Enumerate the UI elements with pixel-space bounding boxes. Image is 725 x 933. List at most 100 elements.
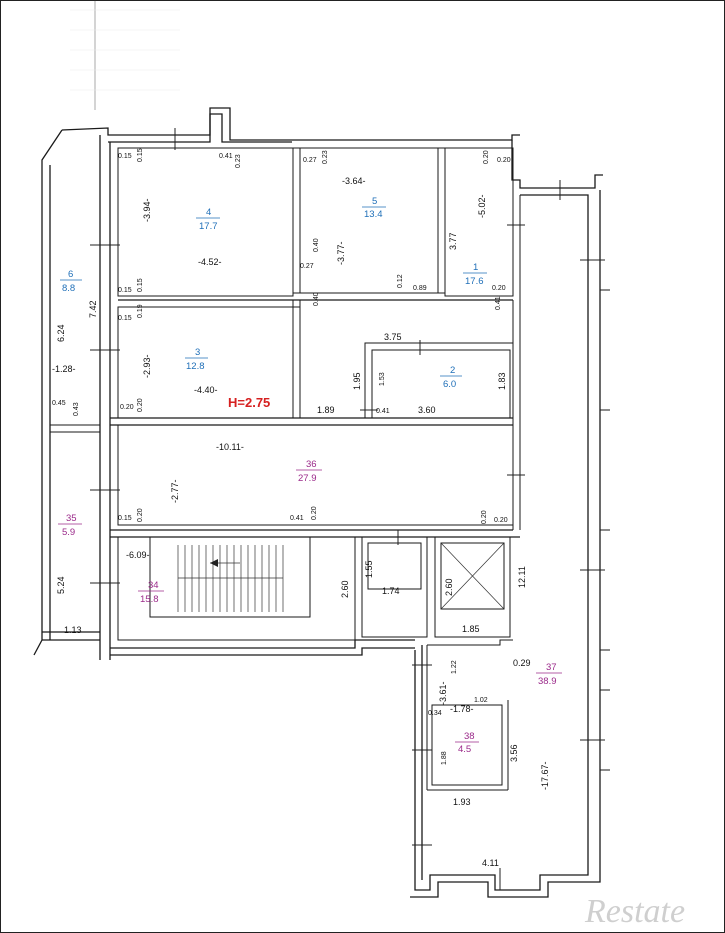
svg-text:0.15: 0.15 xyxy=(137,148,144,162)
svg-text:0.20: 0.20 xyxy=(481,510,488,524)
dim-356: 3.56 xyxy=(509,744,519,762)
room-34-number: 34 xyxy=(148,580,159,591)
svg-text:0.15: 0.15 xyxy=(118,287,132,294)
room-34-area: 15.8 xyxy=(140,594,159,605)
dim-360: 3.60 xyxy=(418,405,436,415)
dim-1011: -10.11- xyxy=(216,442,244,452)
svg-text:0.41: 0.41 xyxy=(219,153,233,160)
dim-room5-height: -3.77- xyxy=(336,241,346,265)
room-5-number: 5 xyxy=(372,196,377,207)
dim-102: 1.02 xyxy=(474,697,488,704)
dim-277: -2.77- xyxy=(170,479,180,503)
dim-left-742: 7.42 xyxy=(88,300,98,318)
dim-524: 5.24 xyxy=(56,576,66,594)
svg-text:0.15: 0.15 xyxy=(118,153,132,160)
outer-walls xyxy=(33,107,610,898)
dimension-labels: -3.94- -4.52- -3.64- -3.77- 3.77 -5.02- … xyxy=(52,176,550,868)
room-38-area: 4.5 xyxy=(458,744,471,755)
dim-193: 1.93 xyxy=(453,797,471,807)
room-6-area: 8.8 xyxy=(62,283,75,294)
dim-room3-height: -2.93- xyxy=(142,354,152,378)
dim-room3-width: -4.40- xyxy=(194,385,218,395)
dim-411: 4.11 xyxy=(482,858,499,868)
svg-text:0.19: 0.19 xyxy=(137,304,144,318)
interior-walls xyxy=(50,147,521,791)
room-2-area: 6.0 xyxy=(443,379,456,390)
room-6-number: 6 xyxy=(68,269,73,280)
room-37-area: 38.9 xyxy=(538,676,557,687)
ceiling-height-label: H=2.75 xyxy=(228,395,270,410)
svg-text:0.40: 0.40 xyxy=(313,292,320,306)
dim-153: 1.53 xyxy=(379,372,386,386)
room-1-number: 1 xyxy=(473,262,478,273)
room-2-number: 2 xyxy=(450,365,455,376)
dim-195: 1.95 xyxy=(352,372,362,390)
room-labels: 4 17.7 5 13.4 1 17.6 6 8.8 3 12.8 2 6.0 … xyxy=(58,196,562,755)
svg-text:0.20: 0.20 xyxy=(497,157,511,164)
svg-text:0.20: 0.20 xyxy=(483,150,490,164)
room-3-number: 3 xyxy=(195,347,200,358)
dim-1767: -17.67- xyxy=(540,761,550,790)
svg-text:0.20: 0.20 xyxy=(492,285,506,292)
dim-609: -6.09- xyxy=(126,550,150,560)
svg-text:0.15: 0.15 xyxy=(118,515,132,522)
svg-text:0.20: 0.20 xyxy=(494,517,508,524)
svg-text:0.41: 0.41 xyxy=(376,408,390,415)
room-4-number: 4 xyxy=(206,207,211,218)
svg-text:0.20: 0.20 xyxy=(311,506,318,520)
dim-185: 1.85 xyxy=(462,624,480,634)
svg-text:0.20: 0.20 xyxy=(120,404,134,411)
dim-left-128: -1.28- xyxy=(52,364,76,374)
dim-155: 1.55 xyxy=(364,560,374,578)
watermark-logo: Restate xyxy=(584,893,685,930)
svg-text:0.15: 0.15 xyxy=(137,278,144,292)
svg-text:0.27: 0.27 xyxy=(303,157,317,164)
svg-text:0.89: 0.89 xyxy=(413,285,427,292)
svg-text:0.15: 0.15 xyxy=(118,315,132,322)
dim-113: 1.13 xyxy=(64,625,82,635)
dim-room4-height: -3.94- xyxy=(142,198,152,222)
svg-text:0.23: 0.23 xyxy=(322,150,329,164)
dim-left-624: 6.24 xyxy=(56,324,66,342)
dim-361: -3.61- xyxy=(438,681,448,705)
room-35-area: 5.9 xyxy=(62,527,75,538)
dim-1211: 12.11 xyxy=(517,566,527,588)
dim-183: 1.83 xyxy=(497,372,507,390)
dim-188: 1.88 xyxy=(441,751,448,765)
dim-room1-a: 3.77 xyxy=(448,232,458,250)
room-36-area: 27.9 xyxy=(298,473,317,484)
dim-189: 1.89 xyxy=(317,405,335,415)
dim-178: -1.78- xyxy=(450,704,474,714)
small-dimension-labels: 0.15 0.15 0.41 0.23 0.27 0.23 0.20 0.20 … xyxy=(52,148,511,524)
dim-029: 0.29 xyxy=(513,658,531,668)
dim-174: 1.74 xyxy=(382,586,400,596)
svg-text:0.41: 0.41 xyxy=(290,515,304,522)
svg-text:0.27: 0.27 xyxy=(300,263,314,270)
room-3-area: 12.8 xyxy=(186,361,205,372)
staircase xyxy=(177,545,284,612)
door-ticks xyxy=(90,128,605,890)
dim-375: 3.75 xyxy=(384,332,402,342)
svg-text:0.20: 0.20 xyxy=(137,508,144,522)
dim-260-lift: 2.60 xyxy=(444,578,454,596)
dim-034: 0.34 xyxy=(428,710,442,717)
svg-text:0.23: 0.23 xyxy=(235,154,242,168)
room-36-number: 36 xyxy=(306,459,317,470)
dim-260-stair: 2.60 xyxy=(340,580,350,598)
room-37-number: 37 xyxy=(546,662,557,673)
dim-room5-width: -3.64- xyxy=(342,176,366,186)
dim-room4-width: -4.52- xyxy=(198,257,222,267)
svg-text:0.20: 0.20 xyxy=(137,398,144,412)
room-38-number: 38 xyxy=(464,731,475,742)
svg-text:0.41: 0.41 xyxy=(495,296,502,310)
room-1-area: 17.6 xyxy=(465,276,484,287)
svg-text:0.40: 0.40 xyxy=(313,238,320,252)
room-5-area: 13.4 xyxy=(364,209,383,220)
room-35-number: 35 xyxy=(66,513,77,524)
svg-text:0.45: 0.45 xyxy=(52,400,66,407)
dim-122: 1.22 xyxy=(451,660,458,674)
svg-text:0.12: 0.12 xyxy=(397,274,404,288)
svg-text:0.43: 0.43 xyxy=(73,402,80,416)
dim-room1-b: -5.02- xyxy=(477,194,487,218)
